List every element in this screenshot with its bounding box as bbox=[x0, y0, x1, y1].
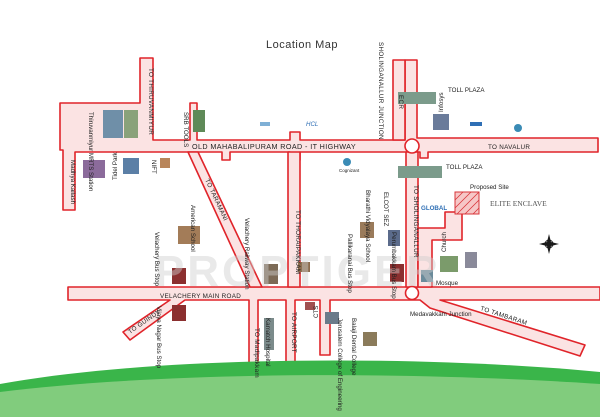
logo-badge bbox=[470, 122, 482, 126]
landmark-photo bbox=[264, 318, 274, 350]
place-label-thiruvanmiyur-mrts: Thiruvanmiyur MRTS Station bbox=[87, 112, 94, 192]
landmark-photo bbox=[160, 158, 170, 168]
landmark-photo bbox=[421, 270, 433, 282]
road-label-to-madipakkam: TO Madipakkam bbox=[253, 328, 260, 378]
road-label-sholinganallur-junction: SHOLINGANALLUR JUNCTION bbox=[377, 42, 384, 140]
road-omr bbox=[59, 57, 599, 211]
road-label-to-sholinganallur: TO SHOLINGANALLUR bbox=[412, 185, 419, 258]
logo-badge bbox=[343, 158, 351, 166]
place-label-tidel-park: Tidel Park bbox=[112, 151, 119, 180]
road-site-access bbox=[417, 211, 463, 288]
logo-label-elite-enclave: ELITE ENCLAVE bbox=[490, 199, 547, 208]
road-label-ecr: ECR bbox=[397, 95, 404, 109]
place-label-bharathi-vidyalaya: Bharathi Vidyalaya School bbox=[364, 190, 371, 262]
road-label-to-thoraipakkam: TO THORAIPAKKAM bbox=[294, 210, 301, 274]
landmark-photo bbox=[298, 262, 310, 272]
place-label-kamatch-hospital: Kamatch Hospital bbox=[264, 318, 271, 367]
landmark-photo bbox=[388, 230, 400, 246]
landmark-photo bbox=[390, 264, 404, 282]
place-label-toll-plaza-2: TOLL PLAZA bbox=[446, 164, 483, 171]
road-velachery-main bbox=[67, 286, 600, 376]
place-label-church: Church bbox=[441, 231, 448, 252]
landmark-photo bbox=[325, 312, 339, 324]
place-label-jerusalem-college: Jerusalem College of Engineering bbox=[336, 318, 343, 411]
footer-swoosh-light bbox=[0, 375, 600, 417]
place-label-pallikaranai: Pallikaranai Bus Stop bbox=[346, 234, 353, 293]
place-label-cts: CTS bbox=[313, 306, 320, 318]
road-label-omr: OLD MAHABALIPURAM ROAD - IT HIGHWAY bbox=[192, 142, 356, 151]
road-network bbox=[59, 57, 600, 376]
landmark-photo bbox=[305, 302, 315, 310]
place-label-toll-plaza-1: TOLL PLAZA bbox=[448, 87, 485, 94]
landmark-photo bbox=[83, 160, 105, 178]
landmark-photo bbox=[363, 332, 377, 346]
compass-rose-icon bbox=[539, 234, 559, 254]
place-label-nift: NIFT bbox=[150, 160, 157, 174]
landmark-photo bbox=[264, 264, 278, 284]
place-label-medavakkam: Medavakkam Junction bbox=[410, 311, 472, 318]
road-thoraipakkam bbox=[287, 151, 301, 288]
junction-circle-icon bbox=[404, 138, 420, 154]
logo-label-infosys: Infosys bbox=[438, 92, 445, 112]
road-taramani bbox=[187, 151, 263, 288]
place-label-mosque: Mosque bbox=[436, 280, 459, 287]
place-label-madhya-kailash: Madhya Kailash bbox=[69, 160, 76, 205]
landmark-photo bbox=[360, 222, 374, 238]
landmark-photo bbox=[398, 166, 442, 178]
road-label-velachery-main: VELACHERY MAIN ROAD bbox=[160, 293, 241, 300]
landmark-photo bbox=[172, 268, 186, 284]
landmark-photo bbox=[433, 114, 449, 130]
place-label-balaji-dental: Balaji Dental College bbox=[350, 318, 357, 376]
landmark-photo bbox=[172, 305, 186, 321]
logo-label-global: GLOBAL bbox=[421, 205, 447, 212]
junction-circle-icon bbox=[404, 285, 420, 301]
place-label-vijaya-nagar: Vijaya Nagar Bus Stop bbox=[155, 306, 162, 369]
logo-badge bbox=[260, 122, 270, 126]
logo-badge bbox=[514, 124, 522, 132]
place-label-perumbakkam: Perumbakkam Bus Stop bbox=[390, 232, 397, 299]
road-label-to-airport: TO AIRPORT bbox=[290, 312, 297, 353]
logo-label-hcl: HCL bbox=[306, 121, 319, 128]
landmark-photo bbox=[123, 158, 139, 174]
place-label-velachery-bus-stop: Velachery Bus Stop bbox=[153, 232, 160, 287]
landmark-photo bbox=[193, 110, 205, 132]
road-label-to-taramani: TO TARAMANI bbox=[203, 178, 229, 222]
landmark-thumbnails bbox=[83, 92, 522, 350]
landmark-photo bbox=[178, 226, 200, 244]
place-label-velachery-railway: Velachery Railway Station bbox=[243, 218, 250, 290]
landmark-photo bbox=[124, 110, 138, 138]
road-label-to-navalur: TO NAVALUR bbox=[488, 144, 530, 151]
landmark-photo bbox=[103, 110, 123, 138]
map-title: Location Map bbox=[266, 39, 338, 51]
place-label-american-school: American School bbox=[189, 205, 196, 252]
place-label-srb-tools: SRB TOOLS bbox=[182, 112, 189, 147]
place-label-proposed-site: Proposed Site bbox=[470, 184, 509, 191]
landmark-photo bbox=[465, 252, 477, 268]
place-label-elcot-sez: ELCOT SEZ bbox=[382, 192, 389, 226]
landmark-photo bbox=[398, 92, 436, 104]
watermark-text: PROPTIGER bbox=[155, 247, 441, 296]
landmark-photo bbox=[440, 256, 458, 272]
logo-label-cognizant: Cognizant bbox=[339, 168, 360, 173]
road-label-to-thiruvanmiyur: TO THIRUVANMIYUR bbox=[147, 68, 154, 135]
